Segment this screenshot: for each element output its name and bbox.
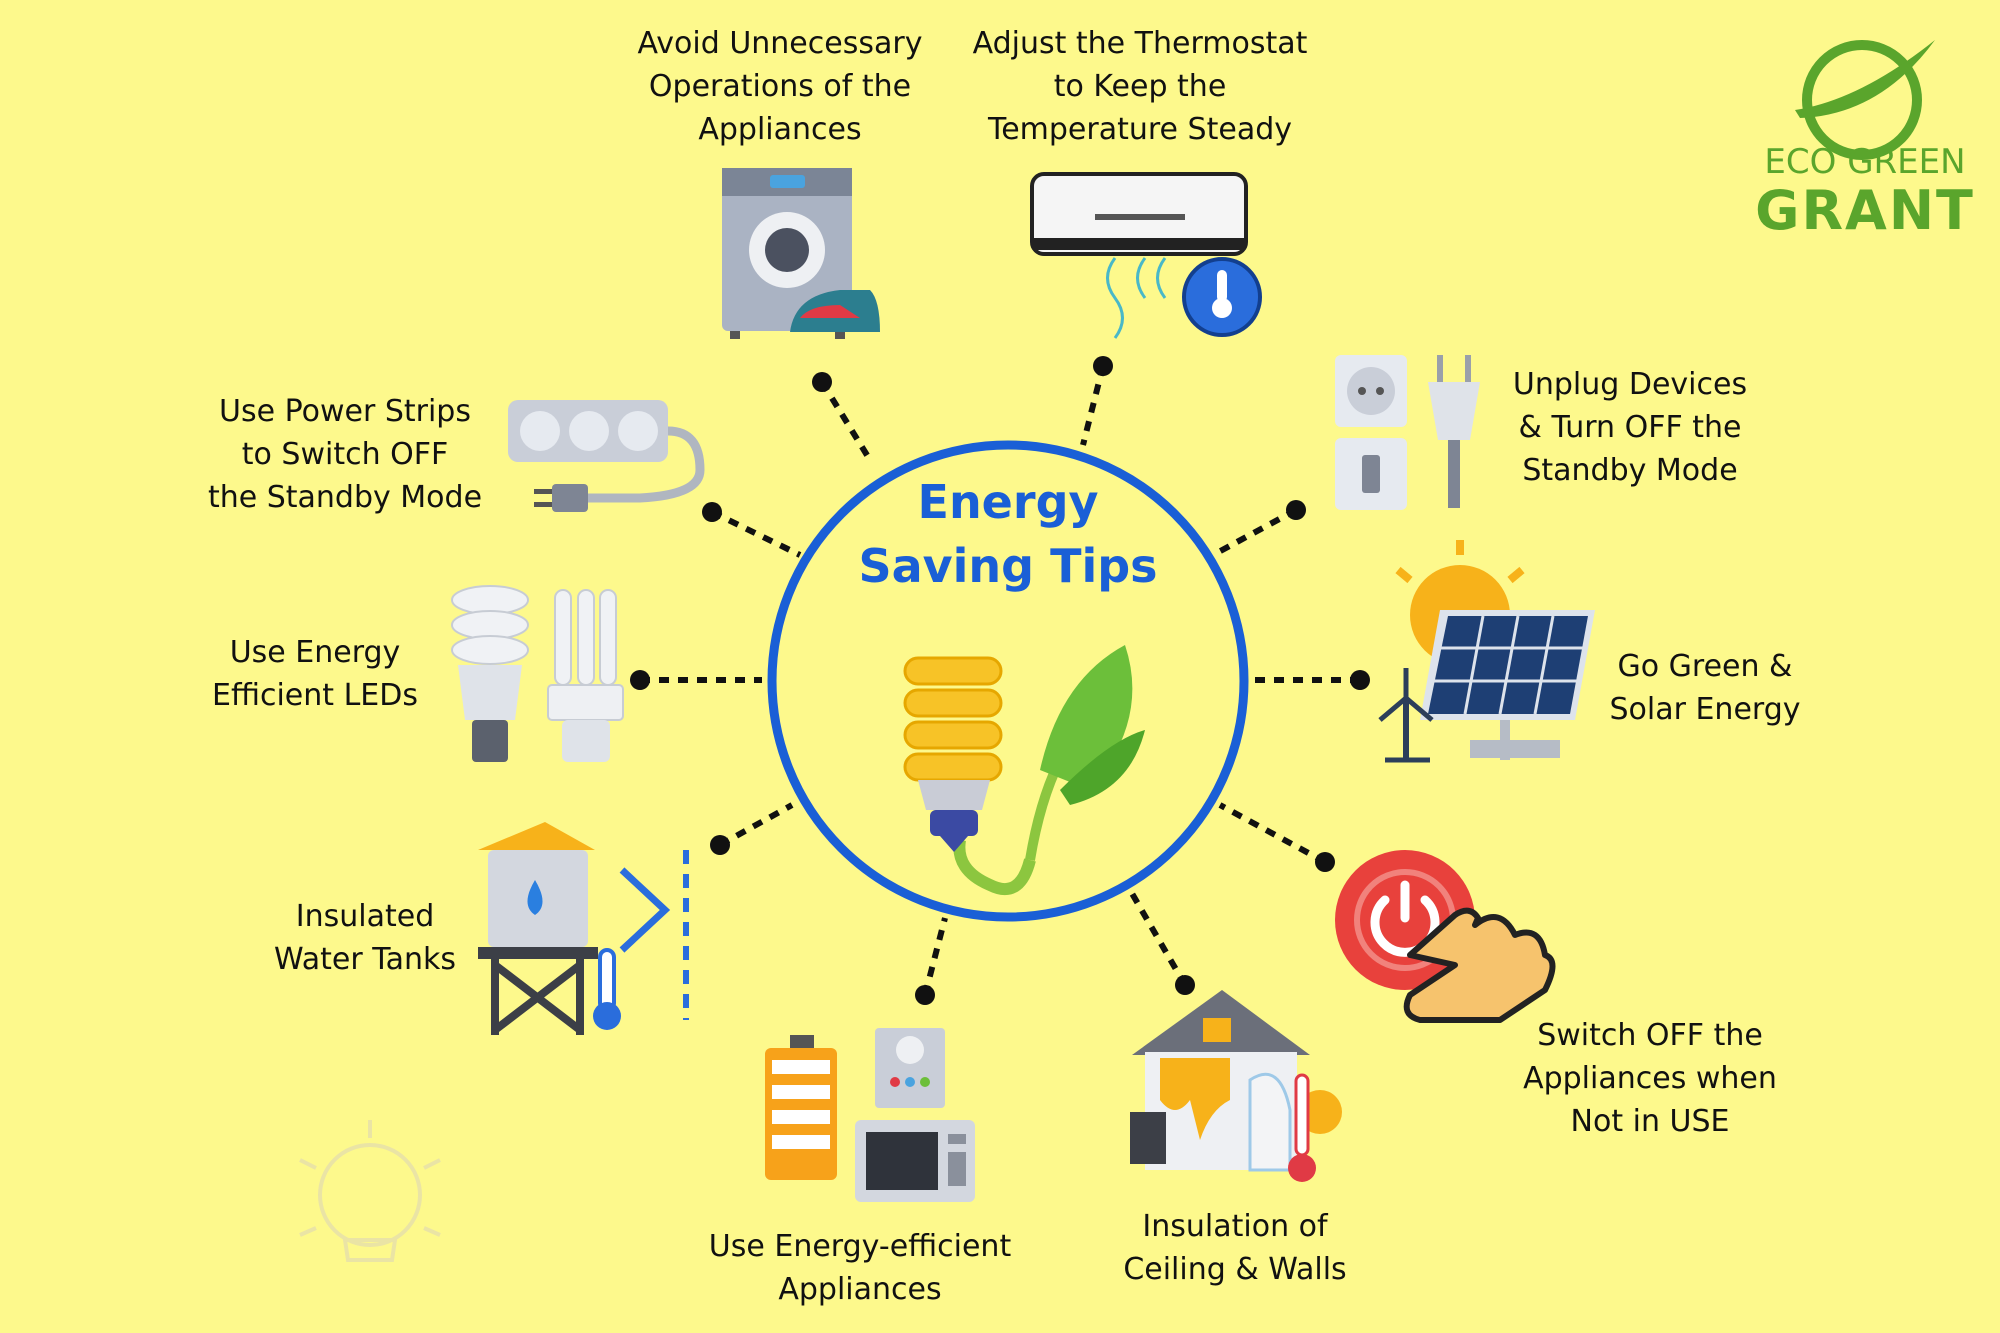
tip-label-leds: Use Energy Efficient LEDs	[212, 635, 418, 713]
tip-label-power-strips: Use Power Strips to Switch OFF the Stand…	[207, 394, 483, 515]
tip-label-avoid-operations: Avoid Unnecessary Operations of the Appl…	[637, 26, 923, 147]
water-tower-thermometer-icon	[478, 822, 689, 1035]
eco-green-logo-swoosh	[1795, 40, 1935, 160]
tip-label-solar: Go Green & Solar Energy	[1609, 649, 1801, 727]
spoke-power-strips	[710, 509, 802, 558]
spoke-unplug	[1211, 507, 1298, 558]
tip-label-switch-off: Switch OFF the Appliances when Not in US…	[1523, 1018, 1777, 1139]
air-conditioner-thermometer-icon	[1030, 172, 1262, 339]
logo-line1: ECO GREEN	[1764, 142, 1966, 182]
spoke-switch-off	[1218, 802, 1327, 865]
power-strip-plug-icon	[508, 400, 705, 512]
power-button-hand-icon	[1335, 850, 1556, 1023]
battery-meter-microwave-icon	[765, 1028, 975, 1202]
center-title-line2: Saving Tips	[858, 539, 1158, 593]
center-title: Energy Saving Tips	[858, 470, 1158, 598]
solar-panel-sun-wind-turbine-icon	[1378, 540, 1595, 763]
spoke-efficient-appliances	[922, 917, 948, 996]
washing-machine-iron-icon	[722, 168, 880, 339]
logo-text: ECO GREEN GRANT	[1750, 142, 1980, 240]
cfl-bulb-leaf-icon	[903, 645, 1145, 895]
spokes	[640, 365, 1360, 996]
spoke-thermostat	[1080, 365, 1106, 446]
light-bulb-watermark-icon	[299, 1120, 441, 1262]
tip-label-unplug: Unplug Devices & Turn OFF the Standby Mo…	[1512, 367, 1748, 488]
spoke-water-tanks	[718, 802, 794, 848]
spoke-dots	[630, 356, 1370, 1005]
tip-label-water-tanks: Insulated Water Tanks	[274, 899, 456, 977]
tip-label-insulation-ceiling: Insulation of Ceiling & Walls	[1123, 1209, 1347, 1287]
spoke-avoid-operations	[819, 380, 873, 462]
house-paint-thermometer-icon	[1130, 990, 1342, 1182]
cfl-bulbs-icon	[451, 585, 624, 762]
center-circle	[767, 440, 1249, 922]
center-title-line1: Energy	[917, 475, 1099, 529]
logo-line2: GRANT	[1755, 179, 1975, 242]
tip-label-efficient-appliances: Use Energy-efficient Appliances	[708, 1229, 1012, 1307]
spoke-insulation	[1127, 888, 1188, 987]
socket-switch-plug-icon	[1335, 355, 1480, 510]
tip-label-thermostat: Adjust the Thermostat to Keep the Temper…	[972, 26, 1308, 147]
